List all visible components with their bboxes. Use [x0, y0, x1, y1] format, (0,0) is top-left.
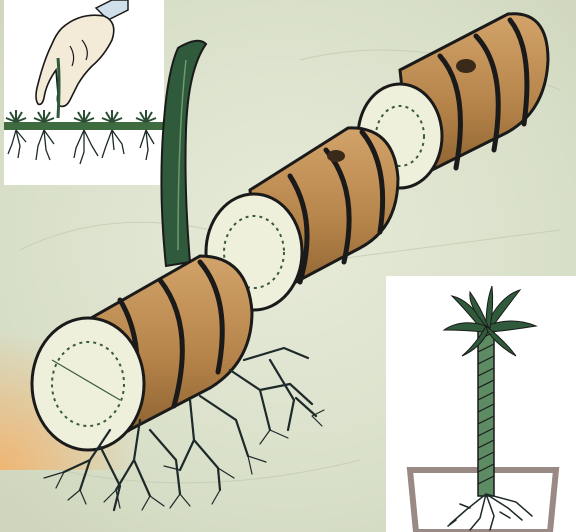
cut-face-1 [32, 318, 144, 450]
potted-palm-panel [386, 276, 576, 532]
soil-strip [4, 122, 164, 130]
cutting-stem [58, 58, 59, 118]
hand-planting-panel [4, 0, 164, 185]
